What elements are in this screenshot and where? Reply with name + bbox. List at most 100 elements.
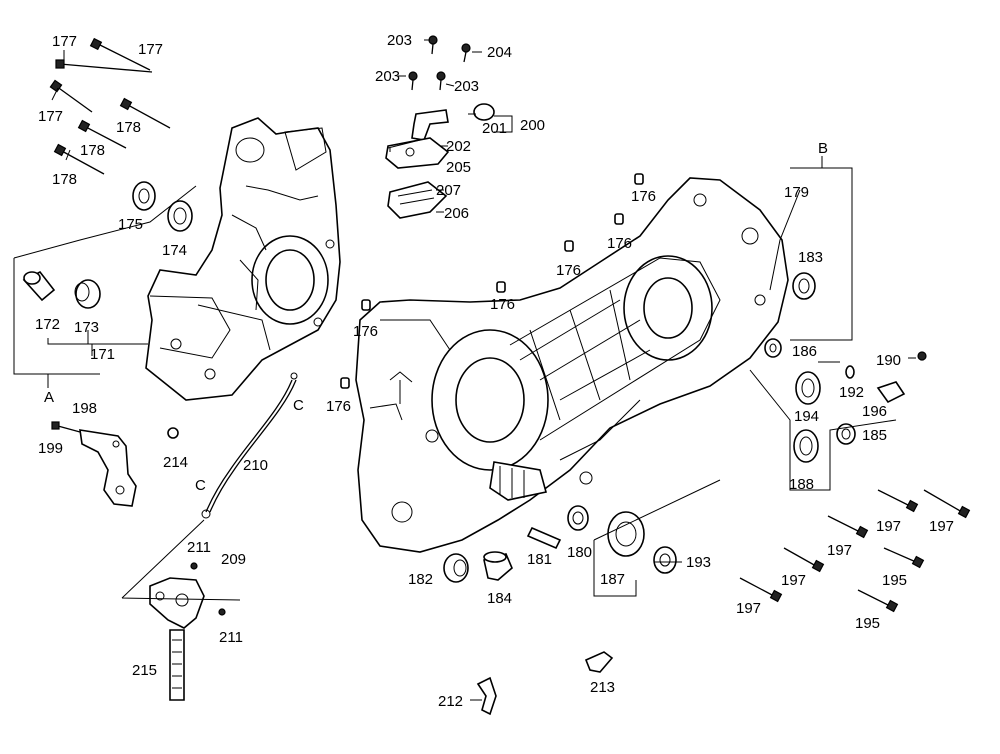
callout-210: 210 [243, 457, 268, 474]
callout-176-e: 176 [353, 323, 378, 340]
bearing-194 [795, 371, 821, 405]
bracket-198 [79, 429, 137, 507]
bushing-183 [792, 272, 816, 300]
group-bracket-188 [749, 369, 897, 491]
callout-198: 198 [72, 400, 97, 417]
callout-178-b: 178 [80, 142, 105, 159]
bushing-182 [443, 553, 469, 583]
callout-labels: 177 177 177 178 178 178 175 174 172 173 … [35, 32, 954, 710]
callout-215: 215 [132, 662, 157, 679]
pin-181 [526, 526, 562, 550]
group-bracket-b [769, 156, 853, 341]
callout-b: B [818, 140, 828, 157]
callout-212: 212 [438, 693, 463, 710]
screw-211-top [190, 562, 198, 570]
seal-193 [653, 546, 677, 574]
bolt-190 [917, 351, 927, 361]
callout-179: 179 [784, 184, 809, 201]
callout-171: 171 [90, 346, 115, 363]
bearing-174 [167, 200, 193, 232]
callout-204: 204 [487, 44, 512, 61]
clip-212 [476, 676, 497, 716]
callout-182: 182 [408, 571, 433, 588]
callout-195-a: 195 [882, 572, 907, 589]
group-bracket-200 [494, 115, 513, 133]
leader-lines [51, 39, 916, 701]
callout-193: 193 [686, 554, 711, 571]
nut-214 [167, 427, 179, 439]
callout-190: 190 [876, 352, 901, 369]
plug-196 [876, 381, 906, 404]
callout-177-b: 177 [138, 41, 163, 58]
callout-184: 184 [487, 590, 512, 607]
seal-185 [836, 423, 856, 445]
cap-201 [473, 103, 495, 121]
callout-177-c: 177 [38, 108, 63, 125]
callout-201: 201 [482, 120, 507, 137]
callout-205: 205 [446, 159, 471, 176]
callout-197-d: 197 [781, 572, 806, 589]
dowel-pins-176 [340, 173, 644, 389]
callout-197-a: 197 [876, 518, 901, 535]
callout-188: 188 [789, 476, 814, 493]
bushing-180 [567, 505, 589, 531]
callout-175: 175 [118, 216, 143, 233]
callout-200: 200 [520, 117, 545, 134]
hose-end-c-bottom [201, 509, 211, 519]
seal-186 [764, 338, 782, 358]
screw-211-side [218, 608, 226, 616]
seal-175 [132, 181, 156, 211]
callout-192: 192 [839, 384, 864, 401]
callout-214: 214 [163, 454, 188, 471]
callout-199: 199 [38, 440, 63, 457]
right-crankcase-half [355, 177, 789, 553]
left-crankcase-half [145, 117, 341, 401]
callout-c-right: C [293, 397, 304, 414]
callout-178-a: 178 [116, 119, 141, 136]
callout-186: 186 [792, 343, 817, 360]
callout-176-f: 176 [326, 398, 351, 415]
callout-203-c: 203 [454, 78, 479, 95]
callout-197-b: 197 [929, 518, 954, 535]
callout-194: 194 [794, 408, 819, 425]
callout-178-c: 178 [52, 171, 77, 188]
callout-213: 213 [590, 679, 615, 696]
screws-203-204 [408, 35, 471, 91]
callout-176-c: 176 [556, 262, 581, 279]
clip-213 [584, 651, 614, 673]
callout-172: 172 [35, 316, 60, 333]
callout-206: 206 [444, 205, 469, 222]
callout-203-b: 203 [375, 68, 400, 85]
callout-195-b: 195 [855, 615, 880, 632]
callout-197-c: 197 [827, 542, 852, 559]
callout-183: 183 [798, 249, 823, 266]
callout-211-a: 211 [187, 539, 211, 556]
bushing-173 [74, 279, 101, 309]
callout-202: 202 [446, 138, 471, 155]
reed-valve-205 [385, 137, 450, 169]
callout-209: 209 [221, 551, 246, 568]
bushing-172 [22, 270, 56, 302]
bolts-195-197 [739, 489, 971, 613]
callout-196: 196 [862, 403, 887, 420]
valve-assembly-215 [149, 577, 205, 701]
hose-210 [205, 379, 293, 513]
bushing-184 [483, 551, 513, 581]
callout-176-d: 176 [490, 296, 515, 313]
bolt-199-head [51, 421, 60, 430]
callout-185: 185 [862, 427, 887, 444]
valve-guide-line [121, 519, 241, 601]
bolts-177-178 [49, 37, 171, 175]
callout-176-a: 176 [631, 188, 656, 205]
bearing-188 [793, 429, 819, 463]
bolt-199 [57, 425, 81, 433]
callout-181: 181 [527, 551, 552, 568]
callout-176-b: 176 [607, 235, 632, 252]
callout-180: 180 [567, 544, 592, 561]
callout-203-a: 203 [387, 32, 412, 49]
group-bracket-187 [593, 479, 721, 597]
callout-c-left: C [195, 477, 206, 494]
pipe-202 [411, 109, 449, 141]
hose-end-c-top [290, 372, 298, 380]
